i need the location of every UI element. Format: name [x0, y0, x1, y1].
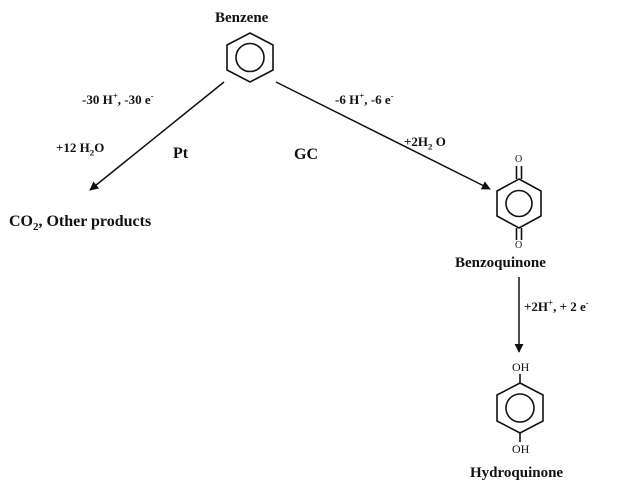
- right-water-subscript: 2: [428, 141, 433, 152]
- left-proton-text: -30 H: [82, 92, 113, 107]
- left-water-suffix: O: [94, 140, 105, 155]
- benzoquinone-inner-circle: [505, 189, 533, 218]
- left-electron-charge: -: [150, 90, 154, 101]
- left-product-rest: , Other products: [38, 213, 152, 230]
- left-proton-charge: +: [112, 90, 118, 101]
- benzene-hexagon: [226, 32, 274, 83]
- left-product-co: CO: [9, 213, 33, 230]
- benzoquinone-hexagon: [496, 178, 542, 229]
- hydroquinone-label: Hydroquinone: [470, 465, 564, 481]
- right-proton-charge: +: [359, 90, 365, 101]
- left-product-label: CO2, Other products: [9, 213, 152, 234]
- hydroquinone-aromatic-circle: [505, 393, 535, 423]
- right-electrode-label: GC: [294, 146, 318, 163]
- reduction-proton-text: +2H: [524, 299, 549, 314]
- benzoquinone-bottom-oxygen: O: [515, 240, 523, 251]
- right-branch-reagents: -6 H+, -6 e-: [335, 90, 394, 107]
- left-water-coefficient: +12 H: [56, 140, 90, 155]
- benzoquinone-label: Benzoquinone: [455, 255, 546, 271]
- reduction-electron-text: , + 2 e: [553, 299, 586, 314]
- arrow-benzene-to-benzoquinone: [275, 81, 491, 190]
- left-product-subscript: 2: [33, 221, 39, 234]
- hydroquinone-hexagon: [496, 382, 544, 434]
- left-electrode-label: Pt: [173, 145, 189, 162]
- right-electron-text: , -6 e: [364, 92, 391, 107]
- arrow-benzene-to-co2: [89, 81, 225, 191]
- benzene-structure: [226, 32, 274, 83]
- left-electron-text: , -30 e: [117, 92, 151, 107]
- left-branch-reagents: -30 H+, -30 e-: [82, 90, 154, 107]
- benzoquinone-top-oxygen: O: [515, 154, 523, 165]
- right-proton-text: -6 H: [335, 92, 360, 107]
- right-branch-water: +2H2 O: [404, 134, 446, 151]
- reduction-electron-charge: -: [585, 297, 589, 308]
- left-branch-water: +12 H2O: [56, 140, 105, 157]
- reduction-proton-charge: +: [548, 297, 554, 308]
- benzene-label: Benzene: [215, 10, 269, 26]
- hydroquinone-bottom-hydroxyl: OH: [512, 442, 530, 456]
- benzoquinone-structure: [496, 166, 542, 240]
- right-electron-charge: -: [390, 90, 394, 101]
- benzene-aromatic-circle: [235, 42, 265, 73]
- left-water-subscript: 2: [89, 147, 95, 158]
- right-water-text: +2H: [404, 134, 429, 149]
- reduction-step-reagents: +2H+, + 2 e-: [524, 297, 589, 314]
- right-water-suffix: O: [432, 134, 446, 149]
- hydroquinone-structure: [496, 374, 544, 442]
- hydroquinone-top-hydroxyl: OH: [512, 360, 530, 374]
